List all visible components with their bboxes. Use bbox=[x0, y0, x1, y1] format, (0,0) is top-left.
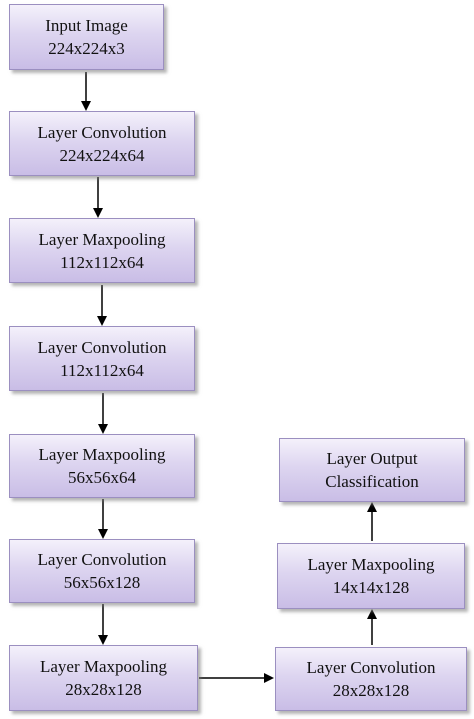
maxpool-layer-3-node: Layer Maxpooling 28x28x128 bbox=[9, 645, 198, 711]
node-title: Layer Convolution bbox=[37, 122, 167, 142]
node-title: Layer Maxpooling bbox=[307, 555, 435, 574]
node-subtitle: 112x112x64 bbox=[60, 360, 144, 380]
node-subtitle: 224x224x64 bbox=[59, 145, 145, 165]
node-subtitle: 112x112x64 bbox=[60, 252, 144, 272]
maxpool-layer-2-node: Layer Maxpooling 56x56x64 bbox=[9, 434, 195, 498]
node-subtitle: 28x28x128 bbox=[332, 681, 410, 700]
node-title: Input Image bbox=[45, 16, 128, 35]
node-subtitle: 28x28x128 bbox=[65, 680, 142, 699]
node-subtitle: Classification bbox=[325, 472, 419, 491]
conv-layer-3-node: Layer Convolution 56x56x128 bbox=[9, 539, 195, 603]
node-title: Layer Output bbox=[326, 449, 418, 468]
conv-layer-1-node: Layer Convolution 224x224x64 bbox=[9, 111, 195, 176]
node-subtitle: 224x224x3 bbox=[48, 39, 125, 58]
output-layer-node: Layer Output Classification bbox=[279, 438, 465, 502]
node-title: Layer Maxpooling bbox=[38, 229, 166, 249]
maxpool-layer-4-node: Layer Maxpooling 14x14x128 bbox=[277, 543, 465, 609]
conv-layer-2-node: Layer Convolution 112x112x64 bbox=[9, 326, 195, 391]
node-title: Layer Convolution bbox=[37, 337, 167, 357]
node-title: Layer Convolution bbox=[306, 658, 436, 677]
node-title: Layer Maxpooling bbox=[40, 657, 167, 676]
maxpool-layer-1-node: Layer Maxpooling 112x112x64 bbox=[9, 218, 195, 283]
node-subtitle: 14x14x128 bbox=[332, 578, 410, 597]
node-title: Layer Convolution bbox=[37, 550, 167, 569]
conv-layer-4-node: Layer Convolution 28x28x128 bbox=[275, 647, 467, 711]
input-image-node: Input Image 224x224x3 bbox=[9, 4, 164, 70]
node-subtitle: 56x56x128 bbox=[63, 573, 141, 592]
node-title: Layer Maxpooling bbox=[38, 445, 166, 464]
node-subtitle: 56x56x64 bbox=[68, 468, 136, 487]
